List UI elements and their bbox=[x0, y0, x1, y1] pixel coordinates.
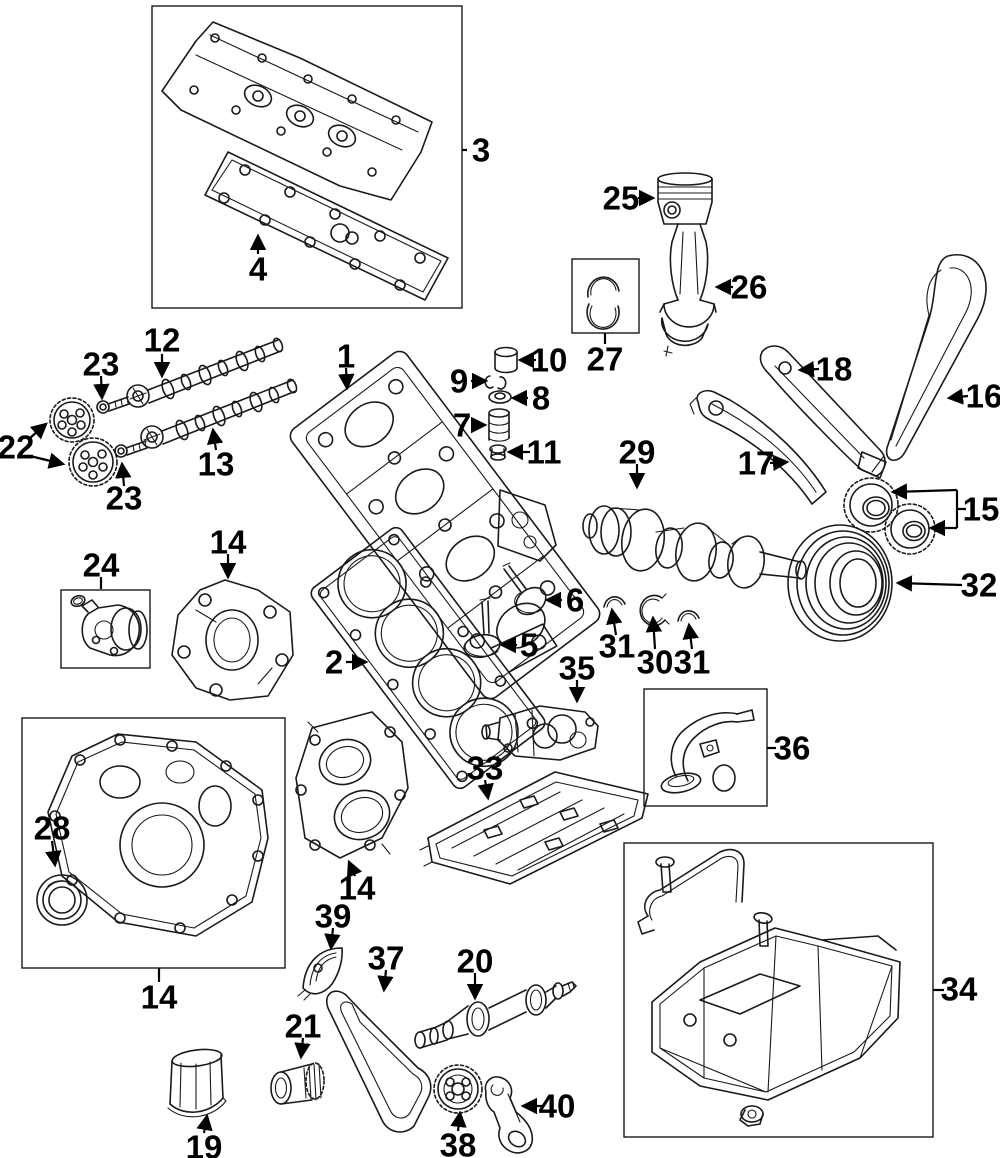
callout-balance-shaft-chain: 37 bbox=[367, 939, 405, 977]
vvt-solenoid-box bbox=[60, 589, 151, 669]
balance-shaft-chain bbox=[326, 990, 432, 1133]
crank-pulley bbox=[787, 524, 893, 642]
camshaft-bolts bbox=[96, 396, 148, 458]
chain-guide-curved bbox=[689, 389, 827, 505]
callout-valve-cover-gasket: 4 bbox=[248, 250, 268, 288]
callout-balance-shaft: 20 bbox=[456, 942, 494, 980]
callout-chain-guide-straight: 18 bbox=[815, 350, 853, 388]
callout-main-bearing: 30 bbox=[636, 643, 674, 681]
callout-camshaft-upper: 12 bbox=[143, 321, 181, 359]
callout-thrust-bearing-left: 31 bbox=[598, 627, 636, 665]
callout-timing-chain: 16 bbox=[965, 377, 1000, 415]
tensioner-arm bbox=[484, 1076, 534, 1154]
vvt-solenoid bbox=[70, 594, 148, 657]
callout-rod-bearing-set: 27 bbox=[586, 340, 624, 378]
chain-case-plate bbox=[295, 711, 409, 859]
callout-chain-guide-curved: 17 bbox=[737, 444, 775, 482]
front-cover-box bbox=[21, 717, 286, 969]
callout-windage-tray: 33 bbox=[466, 749, 504, 787]
spring-retainer bbox=[488, 390, 512, 404]
callout-piston: 25 bbox=[602, 179, 640, 217]
callout-valve-intake: 6 bbox=[565, 581, 585, 619]
callout-oil-pump: 35 bbox=[558, 649, 596, 687]
oil-pump bbox=[481, 705, 599, 761]
callout-connecting-rod: 26 bbox=[730, 268, 768, 306]
thrust-bearing-right bbox=[677, 610, 700, 622]
valve-cover-box bbox=[151, 5, 463, 309]
valve-keepers bbox=[484, 375, 507, 390]
callout-balance-shaft-gear: 38 bbox=[439, 1126, 477, 1158]
valve-cover-gasket bbox=[204, 151, 449, 301]
callout-tensioner-pad: 39 bbox=[314, 897, 352, 935]
callout-valve-cover: 3 bbox=[471, 131, 491, 169]
main-bearing bbox=[639, 593, 670, 627]
callout-cam-bolt-lower: 23 bbox=[105, 479, 143, 517]
callout-valve-spring: 7 bbox=[452, 406, 472, 444]
callout-camshaft-lower: 13 bbox=[197, 445, 235, 483]
valve-intake bbox=[502, 562, 547, 616]
callout-engine-bracket: 14 bbox=[209, 523, 247, 561]
callout-chain-case-plate: 14 bbox=[338, 869, 376, 907]
thrust-bearing-left bbox=[603, 596, 626, 608]
valve-cover bbox=[161, 21, 433, 201]
oil-pan bbox=[637, 848, 901, 1127]
rod-bearing-set bbox=[586, 276, 620, 330]
connecting-rod bbox=[659, 223, 717, 357]
valve-spring bbox=[488, 408, 510, 442]
valve-lifter bbox=[494, 346, 518, 374]
callout-valve-keepers: 9 bbox=[449, 362, 469, 400]
balance-shaft-gear bbox=[433, 1064, 483, 1114]
callout-crankshaft: 29 bbox=[618, 433, 656, 471]
camshaft-upper bbox=[126, 337, 284, 408]
callout-oil-filter-element: 19 bbox=[185, 1128, 223, 1158]
callout-spring-retainer: 8 bbox=[531, 379, 551, 417]
callout-valve-stem-seal: 11 bbox=[526, 433, 562, 471]
camshaft-lower bbox=[140, 378, 298, 449]
rod-bearing-box bbox=[571, 258, 640, 334]
balance-shaft bbox=[414, 981, 577, 1049]
windage-tray bbox=[419, 771, 649, 885]
front-cover bbox=[47, 733, 269, 937]
callout-oil-pan: 34 bbox=[940, 970, 978, 1008]
callout-valve-lifter: 10 bbox=[530, 341, 568, 379]
callout-crank-sprockets: 15 bbox=[962, 490, 1000, 528]
callout-front-cover: 14 bbox=[140, 978, 178, 1016]
callout-oil-pickup-tube: 36 bbox=[773, 729, 811, 767]
callout-thrust-bearing-right: 31 bbox=[673, 643, 711, 681]
callout-front-crank-seal: 28 bbox=[33, 809, 71, 847]
tensioner-pad bbox=[297, 947, 343, 1001]
head-gasket bbox=[310, 526, 558, 790]
leader-lines bbox=[29, 148, 969, 1134]
callout-head-gasket: 2 bbox=[324, 643, 344, 681]
callout-crank-pulley: 32 bbox=[960, 566, 998, 604]
pump-drive-collar bbox=[270, 1062, 325, 1105]
callout-valve-exhaust: 5 bbox=[519, 626, 539, 664]
chain-guide-straight bbox=[759, 345, 887, 479]
piston bbox=[657, 172, 713, 225]
crankshaft bbox=[582, 505, 807, 589]
valve-stem-seal bbox=[489, 444, 507, 461]
callout-vvt-solenoid: 24 bbox=[82, 546, 120, 584]
oil-filter-element bbox=[167, 1048, 227, 1118]
timing-chain bbox=[871, 253, 987, 473]
callout-tensioner-arm: 40 bbox=[538, 1087, 576, 1125]
engine-bracket bbox=[171, 579, 294, 701]
callout-cam-bolt-upper: 23 bbox=[82, 345, 120, 383]
oil-pickup-tube bbox=[660, 709, 755, 794]
crank-sprockets bbox=[843, 477, 936, 555]
callout-cam-phasers: 22 bbox=[0, 428, 35, 466]
callout-pump-drive-collar: 21 bbox=[284, 1007, 322, 1045]
front-crank-seal bbox=[36, 874, 88, 926]
callout-cylinder-head: 1 bbox=[336, 337, 356, 375]
